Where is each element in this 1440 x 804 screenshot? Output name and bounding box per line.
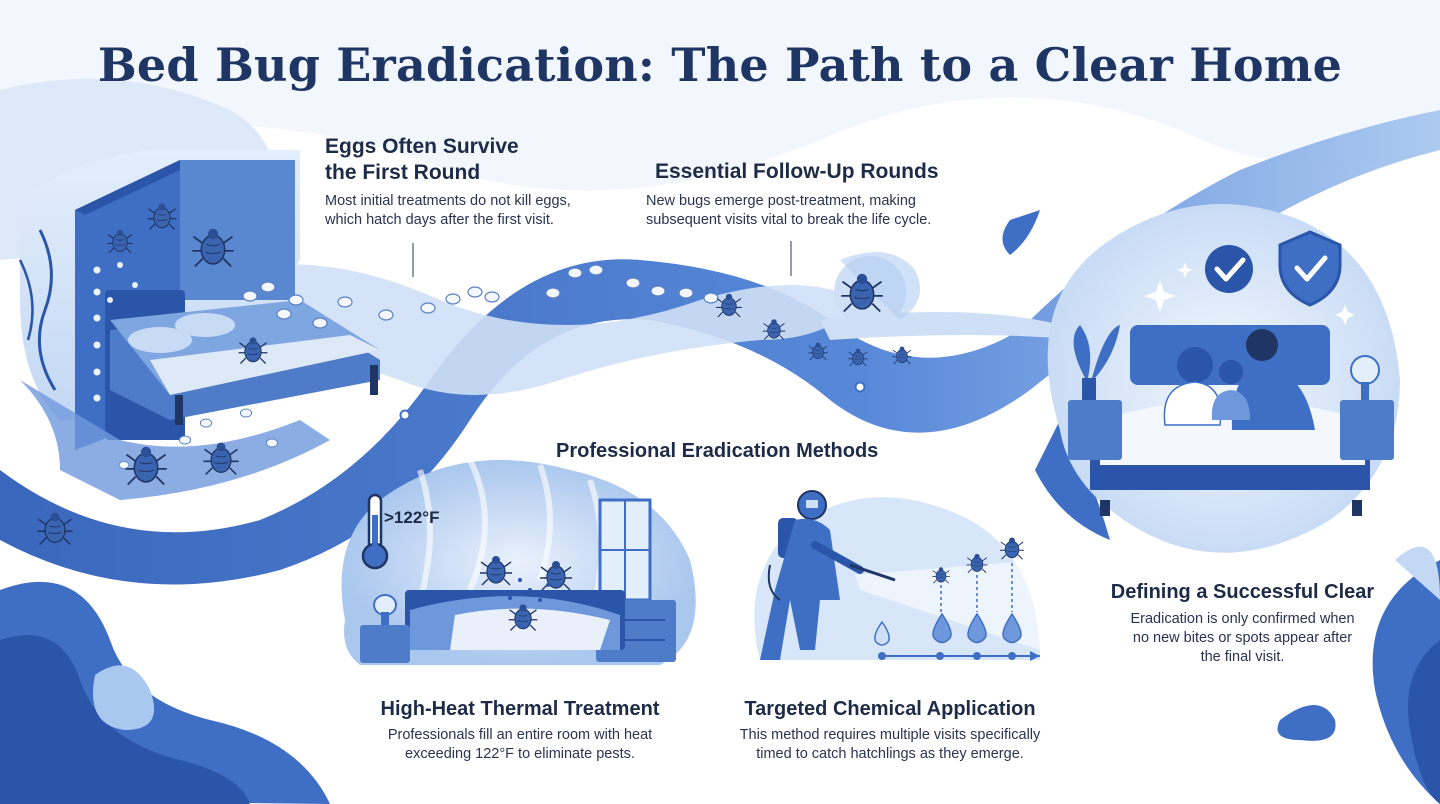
eggs-body-line1: Most initial treatments do not kill eggs… — [325, 193, 571, 209]
eggs-heading-line1: Eggs Often Survive — [325, 135, 519, 158]
success-heading: Defining a Successful Clear — [1110, 581, 1375, 603]
heat-body: Professionals fill an entire room with h… — [350, 726, 690, 764]
methods-heading: Professional Eradication Methods — [556, 440, 879, 462]
followup-heading: Essential Follow-Up Rounds — [655, 160, 939, 183]
heat-body-line1: Professionals fill an entire room with h… — [387, 727, 653, 743]
eggs-body-line2: which hatch days after the first visit. — [325, 212, 554, 228]
infested-bedroom-scene — [18, 150, 380, 546]
heat-heading: High-Heat Thermal Treatment — [380, 698, 660, 720]
clear-home-scene — [1047, 204, 1400, 553]
emerging-bugs — [715, 252, 920, 367]
heat-body-line2: exceeding 122°F to eliminate pests. — [405, 746, 635, 762]
chemical-body: This method requires multiple visits spe… — [710, 726, 1070, 764]
followup-body-line2: subsequent visits vital to break the lif… — [646, 212, 932, 228]
success-body-line2: no new bites or spots appear after — [1132, 630, 1353, 646]
success-body: Eradication is only confirmed when no ne… — [1100, 610, 1385, 667]
chemical-application-scene — [754, 490, 1040, 661]
page-title: Bed Bug Eradication: The Path to a Clear… — [97, 38, 1343, 92]
heat-temperature-label: >122°F — [384, 508, 440, 527]
followup-body-line1: New bugs emerge post-treatment, making — [646, 193, 916, 209]
chemical-heading: Targeted Chemical Application — [744, 698, 1036, 720]
egg-cluster — [93, 262, 719, 469]
life-cycle-wave — [0, 110, 1440, 585]
success-body-line1: Eradication is only confirmed when — [1130, 611, 1355, 627]
eggs-body: Most initial treatments do not kill eggs… — [325, 192, 571, 230]
chemical-body-line1: This method requires multiple visits spe… — [739, 727, 1041, 743]
eggs-heading-line2: the First Round — [325, 161, 481, 184]
followup-body: New bugs emerge post-treatment, making s… — [646, 192, 931, 230]
heat-treatment-scene — [341, 458, 696, 665]
chemical-body-line2: timed to catch hatchlings as they emerge… — [756, 746, 1024, 762]
eggs-heading: Eggs Often Survive the First Round — [325, 134, 519, 186]
success-body-line3: the final visit. — [1200, 649, 1285, 665]
